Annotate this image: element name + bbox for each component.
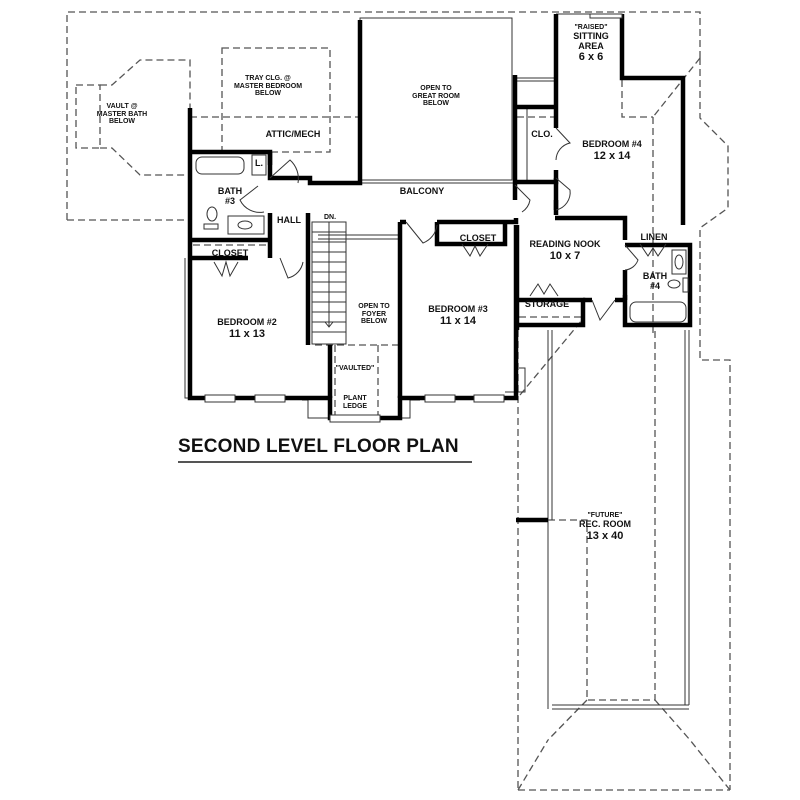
- thin-lines: [184, 13, 690, 710]
- foyer-note: OPEN TO FOYER BELOW: [358, 303, 390, 326]
- title-underline: [178, 461, 472, 463]
- vaulted-label: "VAULTED": [335, 365, 375, 372]
- closet-bed2-label: CLOSET: [211, 248, 249, 258]
- bedroom3-label: BEDROOM #3 11 x 14: [428, 304, 488, 327]
- closet-bed4-label: CLO.: [531, 129, 553, 139]
- bath4-label: BATH #4: [642, 271, 668, 291]
- rec-room-label: "FUTURE" REC. ROOM 13 x 40: [578, 512, 632, 542]
- vault-note: VAULT @ MASTER BATH BELOW: [96, 103, 148, 126]
- sitting-area-label: "RAISED" SITTING AREA 6 x 6: [573, 24, 609, 64]
- plumbing-fixtures: [195, 154, 689, 323]
- closet-bed3-label: CLOSET: [459, 233, 497, 243]
- balcony-label: BALCONY: [399, 186, 445, 196]
- linen-label: LINEN: [640, 232, 668, 242]
- hall-label: HALL: [277, 215, 301, 225]
- attic-mech-label: ATTIC/MECH: [265, 129, 321, 139]
- plant-ledge-label: PLANT LEDGE: [342, 395, 368, 410]
- windows: [204, 13, 623, 423]
- reading-nook-label: READING NOOK 10 x 7: [529, 239, 601, 262]
- walls: [187, 14, 693, 523]
- linen-small-label: L.: [255, 158, 263, 168]
- plan-title: SECOND LEVEL FLOOR PLAN: [178, 436, 459, 457]
- bedroom4-label: BEDROOM #4 12 x 14: [582, 139, 642, 162]
- stairs-down-label: DN.: [323, 214, 337, 221]
- bedroom2-label: BEDROOM #2 11 x 13: [217, 317, 277, 340]
- great-room-note: OPEN TO GREAT ROOM BELOW: [412, 85, 460, 108]
- doors: [213, 127, 667, 322]
- storage-label: STORAGE: [524, 299, 570, 309]
- bath3-label: BATH #3: [217, 186, 243, 206]
- tray-ceiling-note: TRAY CLG. @ MASTER BEDROOM BELOW: [233, 75, 303, 98]
- staircase: [311, 221, 347, 345]
